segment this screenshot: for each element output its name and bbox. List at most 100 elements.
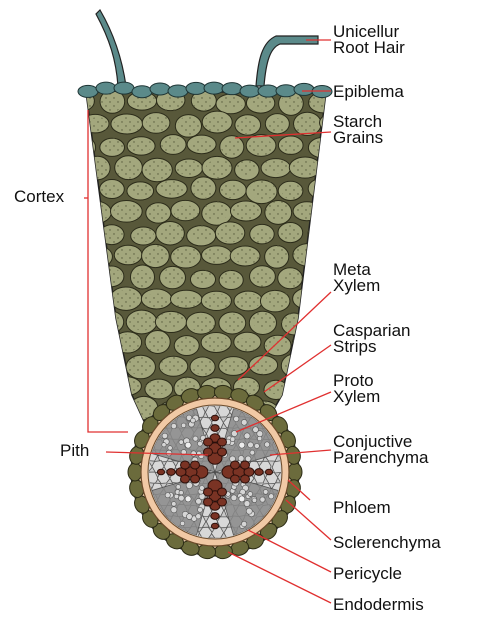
starch-grain	[221, 138, 241, 157]
starch-grain	[219, 93, 244, 109]
xylem-vessel	[255, 469, 263, 476]
phloem-cell	[199, 486, 204, 491]
starch-grain	[88, 159, 109, 178]
starch-grain	[129, 311, 156, 331]
xylem-vessel	[231, 475, 240, 483]
phloem-cell	[248, 492, 253, 497]
starch-grain	[102, 269, 123, 286]
phloem-cell	[172, 502, 177, 507]
starch-grain	[103, 228, 124, 244]
starch-grain	[174, 206, 199, 222]
starch-grain	[68, 135, 93, 154]
phloem-cell	[176, 485, 181, 490]
xylem-vessel	[218, 448, 227, 456]
xylem-vessel	[265, 469, 272, 475]
cortex-cell	[307, 400, 335, 419]
epiblema-cell	[258, 85, 278, 97]
starch-grain	[102, 359, 123, 377]
phloem-cell	[162, 433, 168, 439]
phloem-cell	[254, 443, 259, 448]
starch-grain	[295, 291, 319, 308]
xylem-vessel	[231, 461, 240, 469]
starch-grain	[218, 224, 243, 242]
epiblema-cell	[114, 82, 134, 94]
starch-grain	[294, 205, 318, 220]
starch-grain	[250, 180, 277, 200]
cortex-cell	[70, 267, 95, 290]
starch-grain	[268, 245, 288, 264]
xylem-vessel	[181, 461, 190, 469]
starch-grain	[162, 95, 186, 112]
starch-grain	[71, 269, 92, 288]
starch-grain	[131, 270, 151, 290]
starch-grain	[69, 400, 94, 418]
label-epiblema: Epiblema	[333, 84, 404, 100]
label-phloem: Phloem	[333, 500, 391, 516]
starch-grain	[311, 227, 332, 243]
starch-grain	[113, 203, 141, 221]
label-pith: Pith	[60, 443, 89, 459]
phloem-cell	[191, 451, 196, 456]
starch-grain	[172, 247, 198, 265]
phloem-cell	[162, 443, 166, 447]
starch-grain	[220, 183, 243, 198]
starch-grain	[191, 94, 212, 111]
phloem-cell	[250, 450, 255, 455]
starch-grain	[251, 359, 276, 374]
cortex-cell	[323, 203, 352, 222]
starch-grain	[101, 93, 122, 112]
phloem-cell	[252, 498, 257, 503]
phloem-cell	[180, 521, 185, 526]
starch-grain	[307, 313, 333, 329]
phloem-cell	[178, 495, 184, 501]
cortex-cell	[308, 224, 333, 244]
xylem-vessel	[218, 438, 227, 446]
phloem-cell	[269, 494, 274, 499]
cortex-cell	[323, 158, 349, 180]
starch-grain	[144, 160, 170, 179]
starch-grain	[128, 138, 152, 152]
pith-cell	[284, 527, 295, 539]
starch-grain	[266, 200, 289, 220]
xylem-vessel	[218, 498, 227, 506]
label-root-hair: Unicellur Root Hair	[333, 24, 405, 56]
label-pericycle: Pericycle	[333, 566, 402, 582]
starch-grain	[281, 311, 302, 329]
label-starch-grains: Starch Grains	[333, 114, 383, 146]
starch-grain	[313, 182, 335, 198]
xylem-vessel	[241, 475, 250, 483]
starch-grain	[192, 180, 213, 198]
starch-grain	[177, 336, 198, 352]
starch-grain	[206, 160, 232, 179]
starch-grain	[159, 357, 184, 373]
starch-grain	[295, 381, 319, 399]
starch-grain	[160, 136, 182, 152]
starch-grain	[204, 294, 230, 309]
label-endodermis: Endodermis	[333, 597, 424, 613]
starch-grain	[325, 203, 350, 218]
starch-grain	[264, 159, 289, 174]
starch-grain	[115, 159, 139, 179]
starch-grain	[204, 201, 230, 221]
starch-grain	[250, 269, 272, 286]
starch-grain	[83, 380, 107, 400]
phloem-cell	[244, 501, 250, 507]
starch-grain	[158, 181, 185, 196]
xylem-vessel	[204, 488, 213, 496]
cortex-cell	[69, 311, 96, 330]
leader-endodermis	[228, 552, 331, 603]
xylem-vessel	[167, 469, 175, 476]
epiblema-cell	[186, 82, 206, 94]
phloem-cell	[171, 423, 176, 428]
starch-grain	[237, 159, 257, 175]
label-proto-xylem: Proto Xylem	[333, 373, 380, 405]
starch-grain	[127, 356, 152, 376]
cortex-cell	[98, 398, 123, 421]
starch-grain	[146, 114, 170, 131]
phloem-cell	[198, 507, 203, 512]
cortex-cell	[66, 136, 95, 159]
starch-grain	[131, 183, 154, 197]
starch-grain	[220, 358, 246, 373]
phloem-cell	[248, 442, 254, 448]
